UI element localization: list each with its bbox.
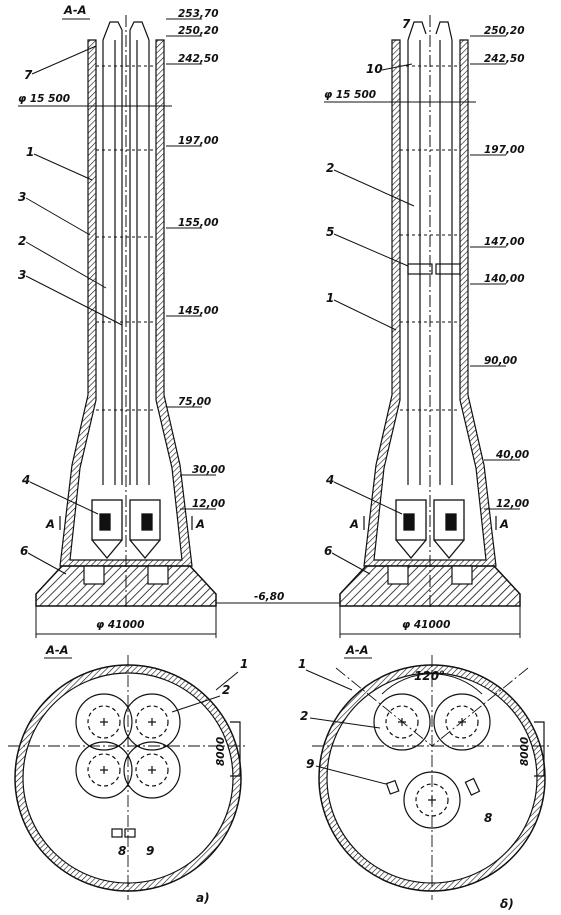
right-flue-junction: [407, 263, 461, 275]
left-foundation-pocket: [147, 565, 169, 585]
left-foundation-pocket: [83, 565, 105, 585]
cut-mark-right: A: [499, 517, 509, 531]
callout-1: 1: [326, 291, 334, 305]
right-ash-hoppers: [395, 499, 465, 560]
section-callout-9: 9: [306, 757, 314, 771]
right-flues: [373, 693, 491, 829]
elev-147-00: 147,00: [484, 236, 525, 248]
elev-145-00: 145,00: [178, 305, 219, 317]
section-mark-top: A-A: [63, 3, 87, 17]
elev-40-00: 40,00: [495, 449, 529, 461]
section-dimension: 8000: [519, 737, 531, 766]
left-elevations: 253,70 250,20 242,50 197,00 155,00 145,0…: [166, 8, 225, 510]
callout-6: 6: [20, 544, 28, 558]
cut-mark-left: A: [349, 517, 359, 531]
left-section: A-A 1 2 8 9 8000 a): [8, 643, 248, 905]
elev-12-00: 12,00: [496, 498, 529, 510]
callout-3b: 3: [18, 268, 26, 282]
right-foundation-pocket: [387, 565, 409, 585]
cut-mark-right: A: [195, 517, 205, 531]
section-title: A-A: [345, 643, 369, 657]
right-elevations: 250,20 242,50 197,00 147,00 140,00 90,00…: [470, 25, 529, 510]
cut-mark-left: A: [45, 517, 55, 531]
elev-30-00: 30,00: [192, 464, 225, 476]
elev-197-00: 197,00: [178, 135, 219, 147]
left-shell: [59, 39, 193, 567]
callout-10: 10: [366, 62, 383, 76]
right-section: A-A 120° 1 2 9 8 8000 δ): [298, 643, 552, 911]
section-angle: 120°: [414, 669, 445, 683]
elev-90-00: 90,00: [484, 355, 517, 367]
callout-6: 6: [324, 544, 332, 558]
elev-75-00: 75,00: [178, 396, 211, 408]
left-ash-hoppers: [91, 499, 161, 560]
caption-b: δ): [500, 897, 514, 911]
ground-elevation: -6,80: [254, 591, 284, 603]
section-callout-2: 2: [300, 709, 308, 723]
callout-5: 5: [326, 225, 334, 239]
left-callouts: A-A φ 15 500 7 1 3 2 3 4 6 A A φ 41000: [18, 3, 217, 638]
right-callouts: φ 15 500 7 10 2 5 1 4 6 A A φ 41000: [324, 17, 521, 638]
left-flues: [75, 693, 181, 799]
section-callout-8: 8: [484, 811, 492, 825]
elev-250-20: 250,20: [178, 25, 219, 37]
callout-2: 2: [326, 161, 334, 175]
callout-7: 7: [24, 68, 33, 82]
callout-4: 4: [325, 473, 334, 487]
section-callout-1: 1: [298, 657, 306, 671]
diameter-top: φ 15 500: [324, 89, 376, 101]
elev-197-00: 197,00: [484, 144, 525, 156]
elev-250-20: 250,20: [484, 25, 525, 37]
callout-3: 3: [18, 190, 26, 204]
diameter-top: φ 15 500: [18, 93, 70, 105]
callout-2: 2: [18, 234, 26, 248]
section-callout-1: 1: [240, 657, 248, 671]
elev-242-50: 242,50: [178, 53, 219, 65]
elev-140-00: 140,00: [484, 273, 525, 285]
elev-155-00: 155,00: [178, 217, 219, 229]
elev-12-00: 12,00: [192, 498, 225, 510]
section-callout-8: 8: [118, 844, 126, 858]
section-callout-9: 9: [146, 844, 154, 858]
caption-a: a): [196, 891, 210, 905]
right-foundation-pocket: [451, 565, 473, 585]
diameter-base: φ 41000: [96, 619, 144, 631]
callout-1: 1: [26, 145, 34, 159]
section-dimension: 8000: [215, 737, 227, 766]
callout-7: 7: [402, 17, 411, 31]
elev-253-70: 253,70: [178, 8, 219, 20]
callout-4: 4: [21, 473, 30, 487]
right-shell: [363, 39, 497, 567]
section-title: A-A: [45, 643, 69, 657]
section-callout-2: 2: [222, 683, 230, 697]
diameter-base: φ 41000: [402, 619, 450, 631]
right-chimney: [339, 15, 521, 610]
elev-242-50: 242,50: [484, 53, 525, 65]
